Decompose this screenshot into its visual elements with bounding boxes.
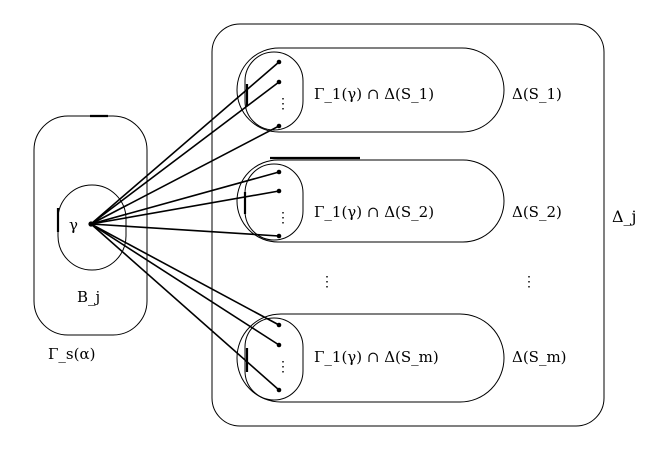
vertex-s2-b (276, 188, 282, 194)
edges-to-s2 (90, 169, 282, 239)
edge-gamma-sm-b (90, 223, 280, 346)
edges-to-sm (90, 223, 282, 393)
delta-s2-region (236, 159, 505, 243)
vertex-s1-b (276, 79, 282, 85)
s2-vertical-ellipsis: ⋮ (276, 210, 290, 226)
delta-sm-label: Δ(S_m) (512, 348, 567, 366)
b-j-label: B_j (77, 288, 100, 306)
edge-gamma-s2-b (90, 190, 280, 225)
edge-gamma-s2-a (90, 171, 280, 225)
delta-j-label: Δ_j (612, 207, 637, 226)
delta-sm-region (236, 313, 505, 403)
gamma-label: γ (69, 216, 78, 234)
delta-s1-label: Δ(S_1) (512, 85, 562, 103)
edge-gamma-sm-a (90, 223, 280, 326)
middle-vertical-ellipsis-right: ⋮ (522, 274, 536, 290)
s1-vertical-ellipsis: ⋮ (276, 96, 290, 112)
delta-s1-region (236, 47, 505, 133)
delta-s2-label: Δ(S_2) (512, 203, 562, 221)
vertex-s1-a (276, 59, 282, 65)
vertex-sm-a (276, 322, 282, 328)
intersection-sm-region (244, 317, 304, 401)
edge-gamma-s1-c (90, 125, 280, 225)
gamma-s-alpha-label: Γ_s(α) (48, 345, 95, 363)
intersection-sm-label: Γ_1(γ) ∩ Δ(S_m) (314, 348, 439, 366)
intersection-s1-label: Γ_1(γ) ∩ Δ(S_1) (314, 85, 434, 103)
edge-gamma-s1-b (90, 81, 280, 225)
intersection-s2-label: Γ_1(γ) ∩ Δ(S_2) (314, 203, 434, 221)
sm-vertical-ellipsis: ⋮ (276, 359, 290, 375)
vertex-s1-c (276, 123, 282, 129)
vertex-s2-a (276, 169, 282, 175)
vertex-s2-c (276, 233, 282, 239)
edge-gamma-sm-c (90, 223, 280, 391)
middle-vertical-ellipsis-left: ⋮ (320, 274, 334, 290)
intersection-s1-region (244, 51, 304, 131)
intersection-s2-region (244, 163, 304, 241)
delta-j-container (211, 23, 605, 427)
edge-gamma-s1-a (90, 61, 280, 225)
vertex-sm-c (276, 387, 282, 393)
edges-to-s1 (90, 59, 282, 225)
edge-gamma-s2-c (90, 223, 280, 237)
vertex-sm-b (276, 342, 282, 348)
